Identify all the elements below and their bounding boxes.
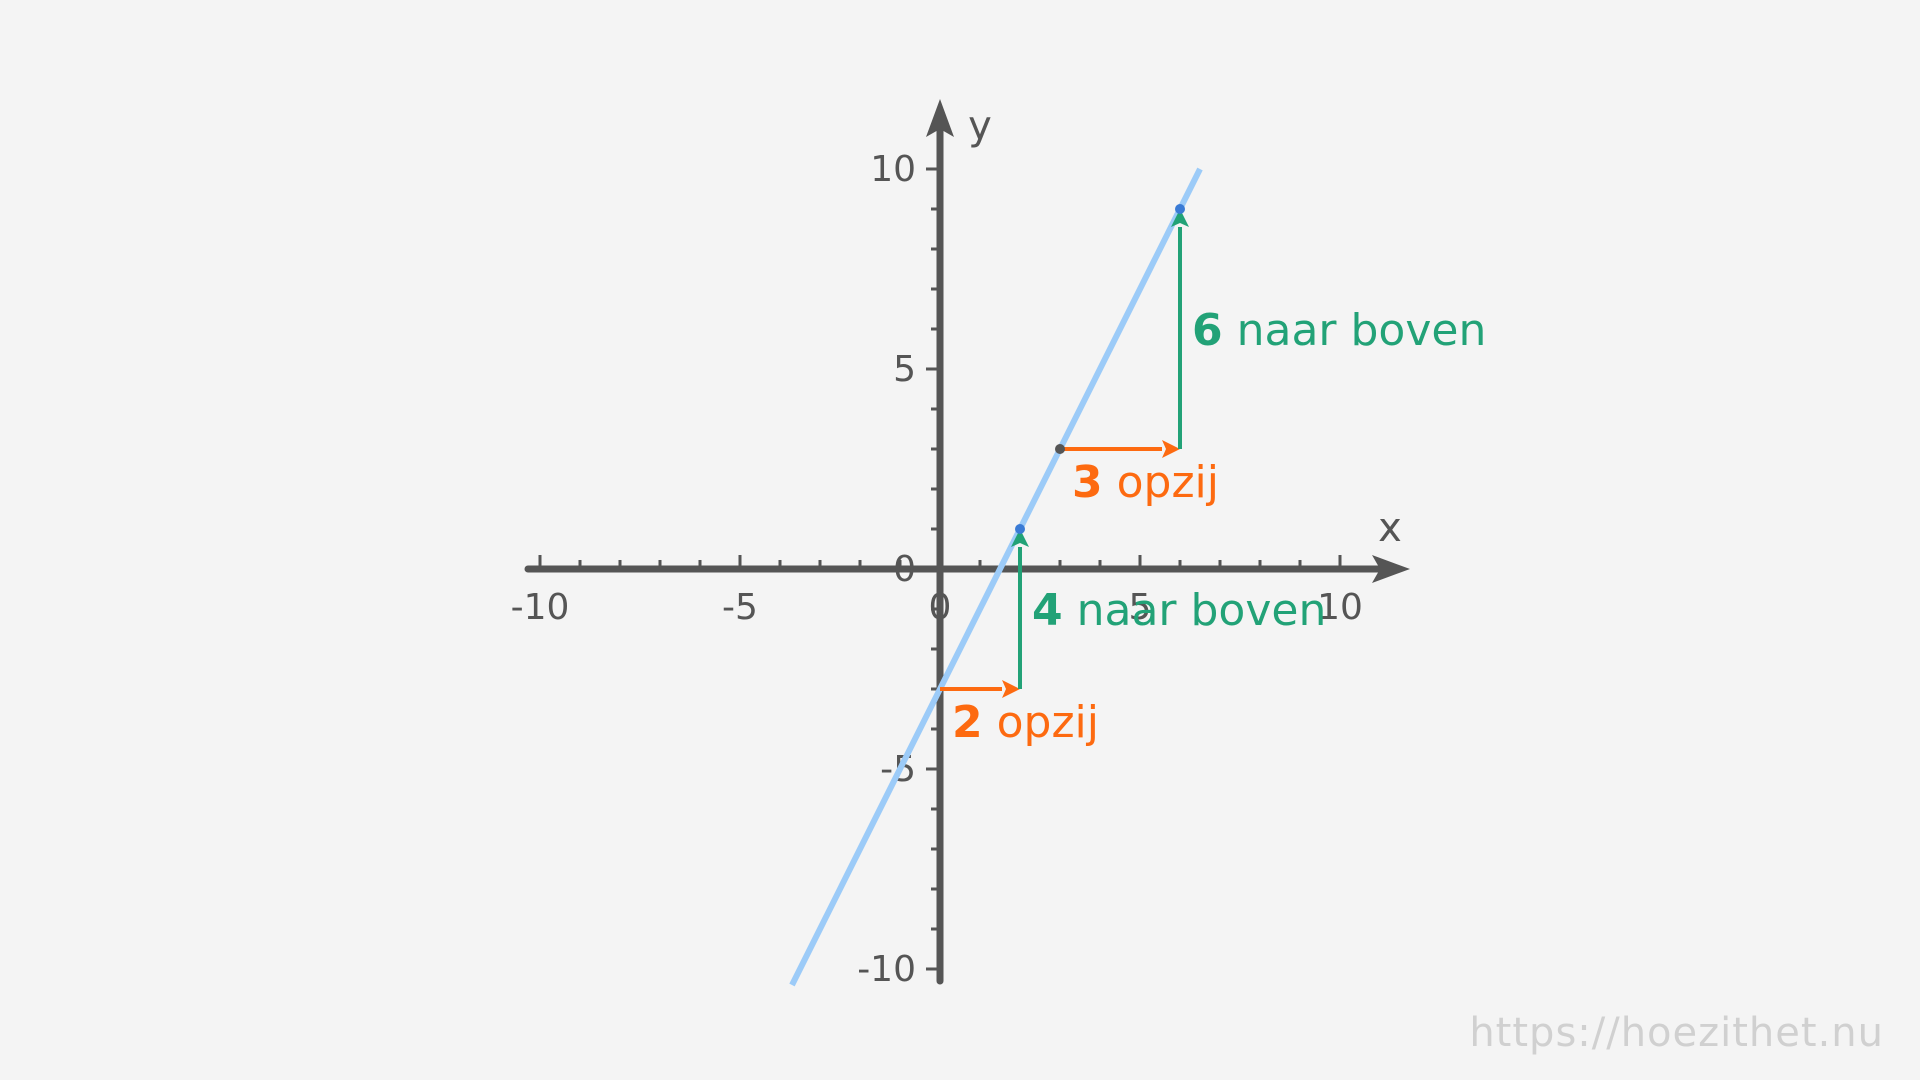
rise-label: 4 naar boven — [1032, 585, 1326, 636]
run-arrow-head — [1002, 680, 1020, 698]
data-point — [1055, 444, 1065, 454]
run-label: 2 opzij — [952, 697, 1099, 748]
y-axis-arrowhead — [926, 99, 954, 137]
annotations: 2 opzij 4 naar boven 3 opzij 6 naar boven — [940, 209, 1486, 748]
run-label-text: opzij — [983, 697, 1099, 748]
x-tick-label: -5 — [722, 587, 758, 628]
y-tick-label: -10 — [857, 949, 916, 990]
points — [1015, 204, 1185, 534]
y-tick-label: 0 — [893, 549, 916, 590]
run-label-text: opzij — [1103, 457, 1219, 508]
run-label-number: 2 — [952, 697, 983, 748]
run-label-number: 3 — [1072, 457, 1103, 508]
run-arrow-head — [1162, 440, 1180, 458]
rise-label: 6 naar boven — [1192, 305, 1486, 356]
y-tick-label: 10 — [870, 149, 916, 190]
y-tick-label: 5 — [893, 349, 916, 390]
x-tick-label: 5 — [1129, 587, 1152, 628]
rise-label-text: naar boven — [1063, 585, 1327, 636]
watermark: https://hoezithet.nu — [1469, 1010, 1884, 1056]
axes: xy — [524, 99, 1410, 985]
x-tick-label: 10 — [1317, 587, 1363, 628]
run-label: 3 opzij — [1072, 457, 1219, 508]
x-tick-label: -10 — [511, 587, 570, 628]
x-axis-label: x — [1378, 505, 1402, 551]
data-point — [1175, 204, 1185, 214]
y-axis-label: y — [968, 103, 992, 149]
data-point — [1015, 524, 1025, 534]
rise-label-number: 4 — [1032, 585, 1063, 636]
rise-label-number: 6 — [1192, 305, 1223, 356]
x-tick-label: 0 — [929, 587, 952, 628]
rise-arrow-head — [1171, 209, 1189, 227]
series-line — [789, 167, 1203, 987]
series — [789, 167, 1203, 987]
rise-label-text: naar boven — [1223, 305, 1487, 356]
x-axis-arrowhead — [1372, 555, 1410, 583]
rise-arrow-head — [1011, 529, 1029, 547]
